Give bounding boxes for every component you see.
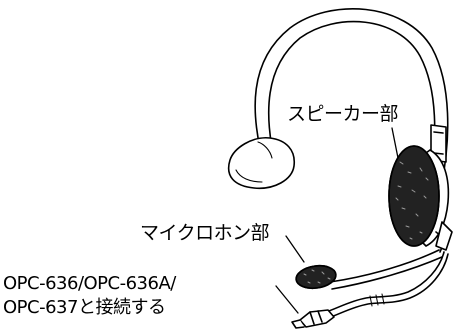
connector-label-line2: OPC-637と接続する [3, 297, 166, 318]
leader-lines [275, 127, 399, 314]
connector-plug [291, 309, 335, 329]
speaker-leader [391, 127, 399, 159]
speaker-label: スピーカー部 [287, 103, 399, 125]
connector-label-line1: OPC-636/OPC-636A/ [3, 273, 176, 294]
microphone-boom [329, 249, 443, 290]
temple-pad [227, 137, 295, 190]
mic-leader [285, 235, 305, 263]
microphone-unit [295, 264, 337, 290]
connector-leader [275, 285, 299, 314]
cable [325, 251, 449, 319]
microphone-label: マイクロホン部 [140, 222, 270, 244]
speaker-unit [388, 145, 453, 253]
